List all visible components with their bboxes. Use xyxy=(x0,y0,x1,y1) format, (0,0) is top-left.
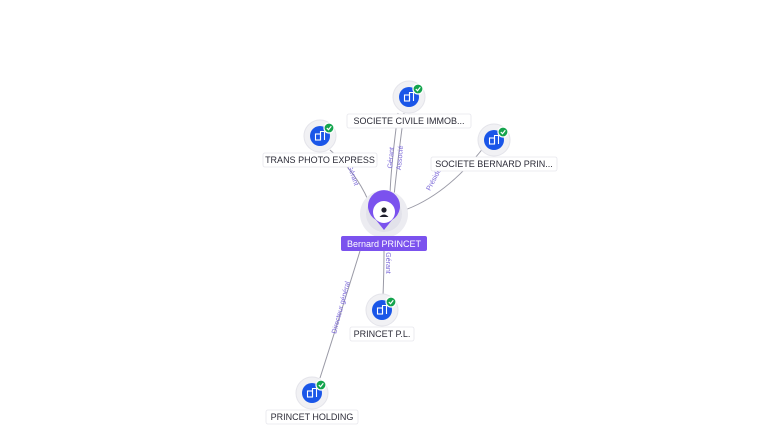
company-name: PRINCET HOLDING xyxy=(271,412,354,422)
check-badge-icon xyxy=(385,296,397,308)
company-name: SOCIETE BERNARD PRIN... xyxy=(435,159,553,169)
company-name: TRANS PHOTO EXPRESS xyxy=(265,155,375,165)
check-badge-icon xyxy=(497,126,509,138)
company-building-icon xyxy=(376,304,388,315)
center-person-node[interactable]: Bernard PRINCET xyxy=(341,190,427,251)
center-person-name: Bernard PRINCET xyxy=(347,239,422,249)
company-node[interactable]: TRANS PHOTO EXPRESS xyxy=(262,119,378,168)
company-building-icon xyxy=(488,134,500,145)
company-node[interactable]: PRINCET HOLDING xyxy=(265,376,359,425)
check-badge-icon xyxy=(315,379,327,391)
nodes: SOCIETE CIVILE IMMOB... TRANS PHOTO EXPRE… xyxy=(262,80,558,425)
company-building-icon xyxy=(403,91,415,102)
company-label-box xyxy=(430,156,558,172)
relation-label: Directeur général xyxy=(331,280,352,334)
check-badge-icon xyxy=(412,83,424,95)
relation-line xyxy=(382,250,385,297)
check-badge-icon xyxy=(323,122,335,134)
relation-label: Gérant xyxy=(345,164,359,187)
company-label-box xyxy=(346,113,472,129)
company-building-icon xyxy=(306,387,318,398)
company-node[interactable]: PRINCET P.L. xyxy=(349,293,415,342)
company-node[interactable]: SOCIETE BERNARD PRIN... xyxy=(430,123,558,172)
company-building-icon xyxy=(314,130,326,141)
relation-label: Gérant xyxy=(387,147,396,169)
center-label-box xyxy=(341,236,427,251)
relation-label: Gérant xyxy=(384,252,391,273)
company-name: SOCIETE CIVILE IMMOB... xyxy=(353,116,464,126)
company-name: PRINCET P.L. xyxy=(354,329,411,339)
company-node[interactable]: SOCIETE CIVILE IMMOB... xyxy=(346,80,472,129)
company-label-box xyxy=(265,409,359,425)
company-label-box xyxy=(262,152,378,168)
person-icon xyxy=(379,207,389,217)
relation-edge: Directeur général xyxy=(319,250,361,379)
relation-label: Associé xyxy=(396,145,405,170)
relation-line xyxy=(319,250,361,379)
relation-edge: Gérant xyxy=(382,250,391,297)
company-label-box xyxy=(349,326,415,342)
